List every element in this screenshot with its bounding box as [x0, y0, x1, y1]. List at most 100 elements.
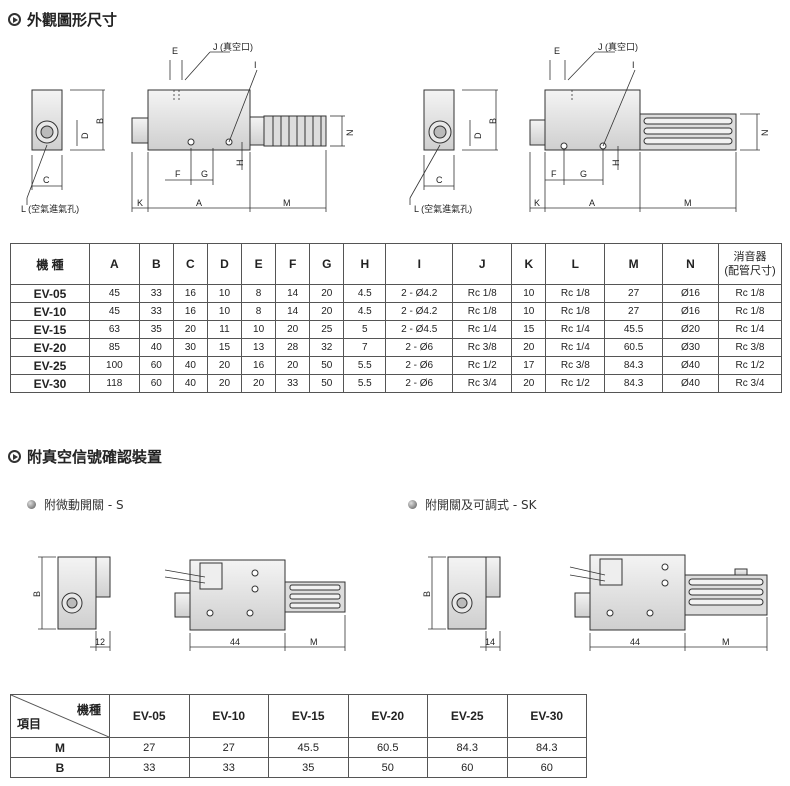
row-label: M — [10, 737, 110, 758]
label-b: B — [488, 118, 498, 124]
col-header: EV-15 — [268, 694, 349, 738]
table-cell: 20 — [309, 302, 345, 321]
table-cell: 60.5 — [347, 737, 428, 758]
label-c: C — [43, 175, 50, 185]
table-cell: 33 — [188, 757, 269, 778]
col-header: B — [138, 243, 174, 285]
model-cell: EV-25 — [10, 356, 90, 375]
table-cell: 16 — [172, 302, 208, 321]
table-cell: 10 — [206, 284, 243, 303]
label-c: C — [436, 175, 443, 185]
label-l: L (空氣進氣孔) — [21, 203, 79, 214]
table-cell: 118 — [89, 374, 140, 393]
model-cell: EV-05 — [10, 284, 90, 303]
table-cell: 5.5 — [343, 356, 387, 375]
option-s-diagram: B 12 44 M — [32, 556, 346, 651]
model-cell: EV-20 — [10, 338, 90, 357]
label-h: H — [611, 160, 621, 167]
table-cell: Rc 1/8 — [545, 302, 606, 321]
label-l: L (空氣進氣孔) — [414, 203, 472, 214]
spec-table: 機 種 A B C D E F G H I J K L M N 消音器 (配管尺… — [10, 243, 782, 393]
label-m: M — [283, 198, 291, 208]
label-m: M — [722, 637, 730, 647]
table-cell: Ø40 — [661, 374, 720, 393]
option-table-header: 機種 項目 EV-05 EV-10 EV-15 EV-20 EV-25 EV-3… — [10, 694, 587, 738]
col-header: A — [89, 243, 140, 285]
table-cell: 2 - Ø6 — [385, 338, 454, 357]
table-cell: 13 — [241, 338, 277, 357]
table-cell: 16 — [241, 356, 277, 375]
table-cell: 17 — [511, 356, 547, 375]
label-b: B — [32, 591, 42, 597]
col-header: H — [343, 243, 387, 285]
model-cell: EV-10 — [10, 302, 90, 321]
label-m: M — [684, 198, 692, 208]
table-cell: Rc 1/2 — [545, 374, 606, 393]
table-cell: 50 — [309, 356, 345, 375]
table-cell: 84.3 — [604, 374, 663, 393]
table-cell: 33 — [275, 374, 311, 393]
col-header: EV-05 — [109, 694, 190, 738]
table-cell: 8 — [241, 284, 277, 303]
label-j: J (真空口) — [598, 41, 638, 52]
table-cell: 20 — [172, 320, 208, 339]
col-header: EV-30 — [506, 694, 587, 738]
table-cell: 35 — [138, 320, 174, 339]
table-cell: 4.5 — [343, 302, 387, 321]
label-f: F — [175, 169, 181, 179]
col-header: 機 種 — [10, 243, 90, 285]
col-header: F — [275, 243, 311, 285]
spec-table-header: 機 種 A B C D E F G H I J K L M N 消音器 (配管尺… — [10, 243, 782, 285]
table-cell: Ø40 — [661, 356, 720, 375]
table-cell: 60 — [138, 374, 174, 393]
table-cell: 85 — [89, 338, 140, 357]
play-circle-icon — [8, 450, 21, 463]
table-cell: 60 — [138, 356, 174, 375]
table-cell: 27 — [604, 284, 663, 303]
table-cell: 60.5 — [604, 338, 663, 357]
table-cell: Rc 1/4 — [718, 320, 782, 339]
row-label: B — [10, 757, 110, 778]
table-cell: 30 — [172, 338, 208, 357]
col-header: M — [604, 243, 663, 285]
col-header: J — [452, 243, 513, 285]
table-cell: 14 — [275, 284, 311, 303]
model-cell: EV-30 — [10, 374, 90, 393]
table-cell: 40 — [138, 338, 174, 357]
table-cell: 63 — [89, 320, 140, 339]
dimension-diagram-standard: E J (真空口) I B D N H C F G L (空氣進氣孔) K A … — [21, 41, 355, 214]
label-b: B — [422, 591, 432, 597]
table-cell: 45 — [89, 284, 140, 303]
label-i: I — [254, 60, 257, 70]
label-a: A — [196, 198, 202, 208]
label-g: G — [580, 169, 587, 179]
table-cell: 60 — [506, 757, 587, 778]
table-cell: 7 — [343, 338, 387, 357]
table-cell: 20 — [275, 356, 311, 375]
label-width: 12 — [95, 637, 105, 647]
label-n: N — [345, 130, 355, 137]
table-cell: 84.3 — [506, 737, 587, 758]
col-header: C — [172, 243, 208, 285]
table-cell: 16 — [172, 284, 208, 303]
table-cell: Rc 3/8 — [545, 356, 606, 375]
table-cell: Rc 3/8 — [452, 338, 513, 357]
table-cell: Rc 3/4 — [718, 374, 782, 393]
col-header: D — [206, 243, 243, 285]
table-cell: 40 — [172, 374, 208, 393]
table-cell: Rc 1/8 — [452, 284, 513, 303]
table-cell: 5 — [343, 320, 387, 339]
table-cell: 20 — [241, 374, 277, 393]
table-cell: 27 — [188, 737, 269, 758]
table-cell: 4.5 — [343, 284, 387, 303]
col-header: EV-25 — [427, 694, 508, 738]
table-cell: 32 — [309, 338, 345, 357]
col-header: K — [511, 243, 547, 285]
col-header: N — [661, 243, 720, 285]
table-cell: Rc 1/8 — [718, 284, 782, 303]
table-cell: 25 — [309, 320, 345, 339]
